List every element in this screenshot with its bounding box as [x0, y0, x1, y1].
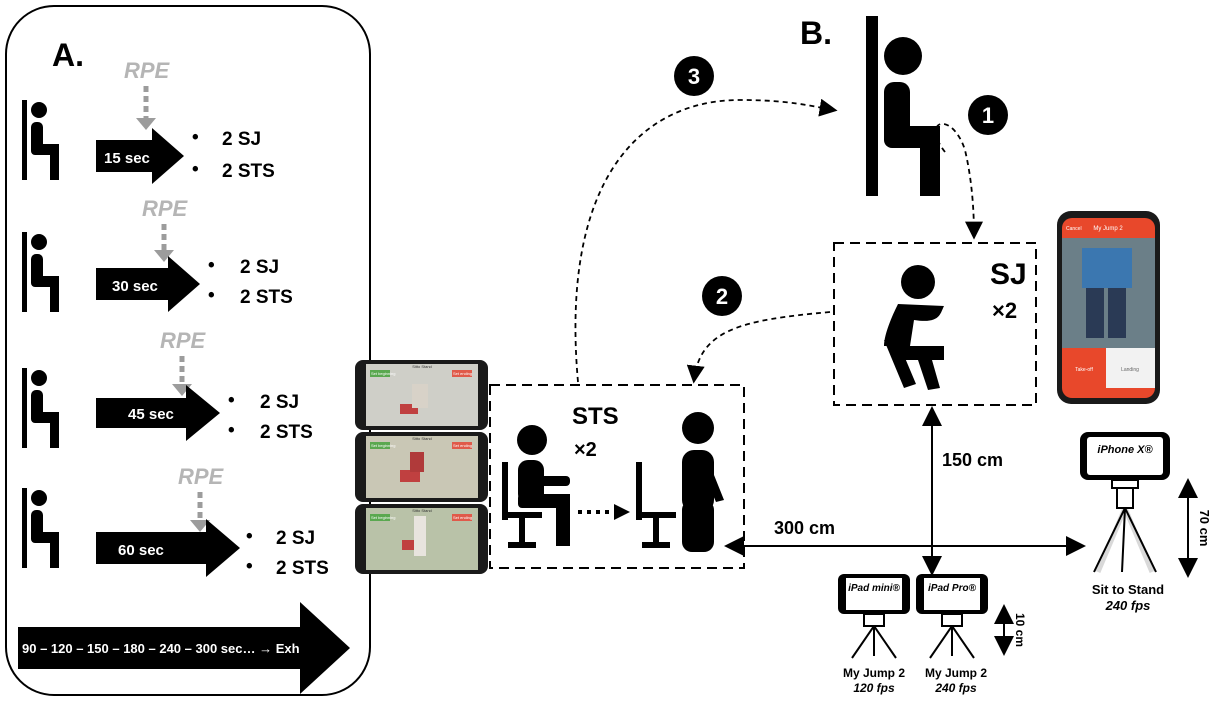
item-sj: 2 SJ	[276, 528, 315, 549]
sts-tablet-screenshot: Set beginning Set ending Sitto Stand	[355, 360, 488, 430]
iphone-fps: 240 fps	[1105, 598, 1151, 613]
duration-label: 30 sec	[112, 278, 158, 295]
sts-title: STS	[572, 403, 619, 430]
bullet: •	[208, 285, 215, 306]
rpe-label: RPE	[142, 196, 189, 221]
bullet: •	[192, 127, 199, 148]
sj-reps: ×2	[992, 298, 1017, 323]
step-2-badge: 2	[702, 276, 742, 316]
iphone-caption: Sit to Stand	[1092, 582, 1164, 597]
protocol-row-1: RPE 15 sec • 2 SJ • 2 STS	[22, 58, 275, 184]
item-sts: 2 STS	[260, 422, 313, 443]
phone-landing: Landing	[1121, 367, 1139, 373]
bullet: •	[246, 556, 253, 577]
sts-transition-arrow-head	[614, 504, 630, 520]
bullet: •	[228, 390, 235, 411]
rpe-label: RPE	[160, 328, 207, 353]
sts-box	[489, 384, 745, 569]
item-sj: 2 SJ	[240, 257, 279, 278]
protocol-row-4: RPE 60 sec • 2 SJ • 2 STS	[22, 464, 329, 579]
duration-arrow	[96, 128, 184, 184]
set-beginning: Set beginning	[371, 443, 395, 448]
iphone-tripod: iPhone X®	[1080, 432, 1170, 573]
flow-arrow-3	[574, 98, 838, 383]
ipad-mini-screen-label: iPad mini®	[848, 583, 900, 594]
panel-b-label: B.	[800, 15, 832, 51]
squat-jump-icon	[884, 265, 944, 390]
ipad-mini-caption: My Jump 2	[843, 666, 905, 680]
item-sj: 2 SJ	[260, 392, 299, 413]
progression-arrow	[18, 602, 350, 694]
flow-arrow-1	[934, 122, 983, 240]
sts-tablet-screenshot: Set beginning Set ending Sitto Stand	[355, 504, 488, 574]
bullet: •	[192, 159, 199, 180]
phone-cancel: Cancel	[1066, 226, 1082, 232]
protocol-row-2: RPE 30 sec • 2 SJ • 2 STS	[22, 196, 293, 312]
duration-label: 60 sec	[118, 542, 164, 559]
item-sj: 2 SJ	[222, 129, 261, 150]
ipad-height-label: 10 cm	[1013, 613, 1027, 647]
sj-title: SJ	[990, 258, 1027, 291]
duration-label: 15 sec	[104, 150, 150, 167]
bullet: •	[246, 526, 253, 547]
tablet-app-title: Sitto Stand	[412, 364, 432, 369]
svg-text:1: 1	[982, 103, 994, 128]
rpe-label: RPE	[124, 58, 171, 83]
protocol-row-3: RPE 45 sec • 2 SJ • 2 STS	[22, 328, 313, 448]
duration-arrow	[96, 256, 200, 312]
sj-box	[833, 242, 1037, 406]
progression-label: 90 – 120 – 150 – 180 – 240 – 300 sec… → …	[22, 641, 300, 656]
ipad-mini-fps: 120 fps	[853, 681, 895, 695]
bullet: •	[228, 420, 235, 441]
vertical-distance-label: 150 cm	[942, 450, 1003, 470]
ipad-pro-fps: 240 fps	[934, 681, 977, 695]
duration-label: 45 sec	[128, 406, 174, 423]
phone-app-title: My Jump 2	[1093, 226, 1123, 232]
duration-arrow	[96, 519, 240, 577]
rpe-arrow-head	[190, 520, 210, 532]
ipad-pro-caption: My Jump 2	[925, 666, 987, 680]
sts-reps: ×2	[574, 439, 597, 461]
tablet-app-title: Sitto Stand	[412, 508, 432, 513]
seated-chair-person-icon	[502, 425, 570, 548]
panel-a-label: A.	[52, 37, 84, 73]
set-ending: Set ending	[453, 371, 472, 376]
horizontal-distance-label: 300 cm	[774, 518, 835, 538]
rpe-arrow-head	[136, 118, 156, 130]
set-ending: Set ending	[453, 443, 472, 448]
item-sts: 2 STS	[276, 558, 329, 579]
phone-takeoff: Take-off	[1075, 367, 1093, 373]
myjump-phone-screenshot: My Jump 2 Cancel Take-off Landing	[1057, 211, 1160, 404]
item-sts: 2 STS	[240, 287, 293, 308]
set-ending: Set ending	[453, 515, 472, 520]
duration-arrow	[96, 385, 220, 441]
rpe-arrow-head	[154, 250, 174, 262]
svg-text:2: 2	[716, 284, 728, 309]
set-beginning: Set beginning	[371, 371, 395, 376]
standing-chair-person-icon	[636, 412, 724, 552]
flow-arrow-2	[686, 311, 831, 384]
ipad-pro-screen-label: iPad Pro®	[928, 583, 977, 594]
iphone-screen-label: iPhone X®	[1097, 444, 1153, 456]
tablet-app-title: Sitto Stand	[412, 436, 432, 441]
bullet: •	[208, 255, 215, 276]
item-sts: 2 STS	[222, 161, 275, 182]
panel-a-frame	[5, 5, 371, 696]
step-1-badge: 1	[968, 95, 1008, 135]
ipad-pro-tripod: iPad Pro®	[916, 574, 988, 659]
iphone-height-label: 70 cm	[1197, 510, 1212, 547]
ipad-mini-tripod: iPad mini®	[838, 574, 910, 659]
step-3-badge: 3	[674, 56, 714, 96]
svg-text:3: 3	[688, 64, 700, 89]
rpe-label: RPE	[178, 464, 225, 489]
sts-tablet-screenshot: Set beginning Set ending Sitto Stand	[355, 432, 488, 502]
set-beginning: Set beginning	[371, 515, 395, 520]
seated-person-icon	[866, 16, 940, 196]
